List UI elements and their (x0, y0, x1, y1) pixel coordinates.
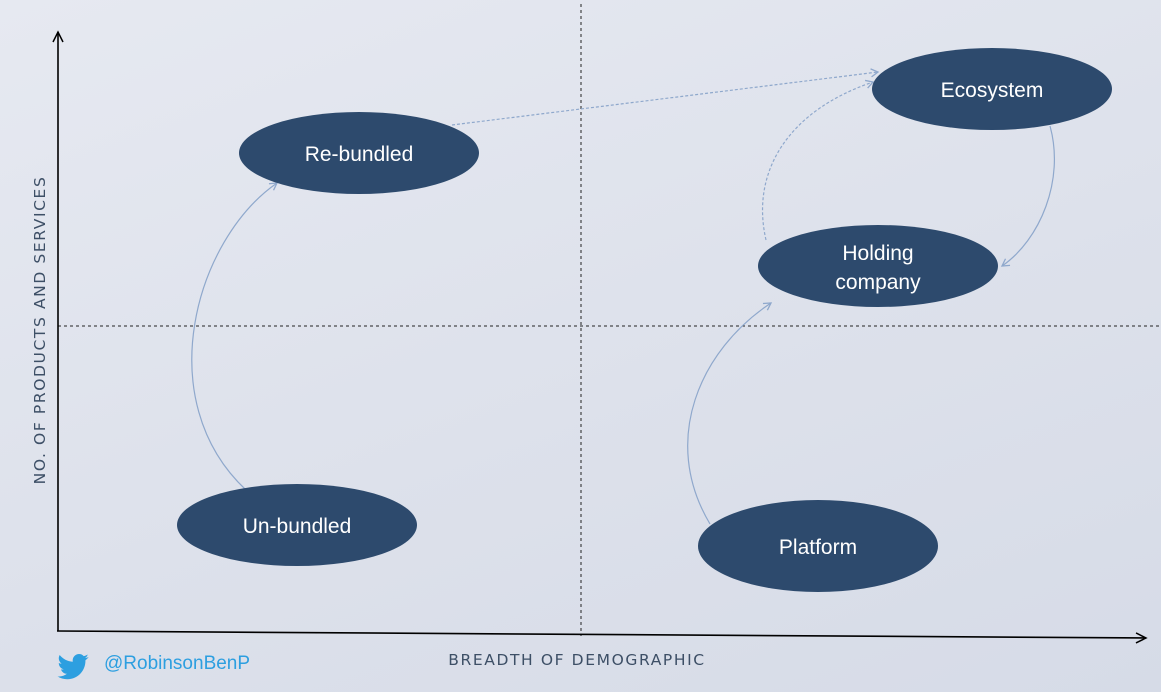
y-axis-label: NO. OF PRODUCTS AND SERVICES (31, 176, 49, 485)
arrow-unbundled-to-rebundled (191, 182, 279, 491)
node-rebundled-label: Re-bundled (305, 143, 414, 166)
arrow-rebundled-to-ecosystem (451, 68, 880, 126)
arrow-platform-to-holding (687, 302, 773, 525)
node-unbundled-label: Un-bundled (243, 515, 352, 538)
arrow-ecosystem-to-holding (1000, 125, 1055, 267)
node-platform: Platform (698, 500, 938, 592)
node-holding-company-label-line1: Holding (842, 242, 913, 265)
node-rebundled: Re-bundled (239, 112, 479, 194)
x-axis (56, 630, 1148, 644)
node-ecosystem-label: Ecosystem (941, 79, 1044, 102)
node-unbundled: Un-bundled (177, 484, 417, 566)
node-ecosystem: Ecosystem (872, 48, 1112, 130)
node-holding-company-label-line2: company (835, 271, 921, 294)
node-platform-label: Platform (779, 536, 857, 559)
twitter-bird-icon (57, 653, 89, 680)
arrow-holding-to-ecosystem (761, 79, 875, 241)
x-axis-label: BREADTH OF DEMOGRAPHIC (448, 651, 705, 669)
twitter-handle[interactable]: @RobinsonBenP (104, 653, 251, 674)
node-holding-company: Holding company (758, 225, 998, 307)
